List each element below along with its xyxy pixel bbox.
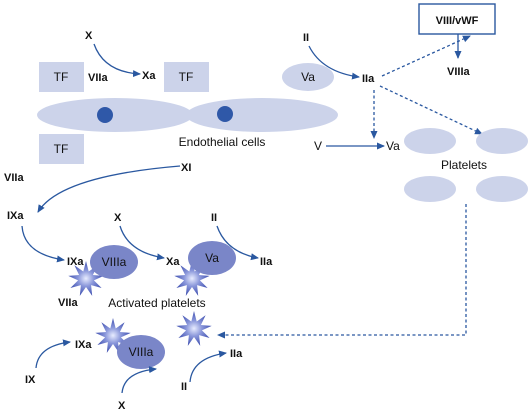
viii-vwf-label: VIII/vWF <box>436 15 479 27</box>
va-label-top: Va <box>301 70 315 84</box>
x-label-bottom: X <box>118 400 126 411</box>
viii-vwf-box <box>418 3 496 35</box>
v-label-mid: V <box>314 139 322 153</box>
platelet-tl <box>404 128 456 154</box>
ixa-label-bottom: IXa <box>75 339 92 351</box>
ii-label-bottom: II <box>181 381 187 393</box>
platelet-tr <box>476 128 528 154</box>
viiia-label-bottom: VIIIa <box>129 345 154 359</box>
viiia-ellipse-mid <box>90 245 138 279</box>
viia-label-act: VIIa <box>58 297 78 309</box>
platelet-br <box>476 176 528 202</box>
xa-label-top: Xa <box>142 70 156 82</box>
ix-label-bottom: IX <box>25 374 36 386</box>
arrow-ii-to-iia-mid <box>216 225 259 261</box>
tf-label-bottom: TF <box>54 142 69 156</box>
arrow-x-to-xa-top <box>93 43 141 78</box>
va-ellipse-top <box>282 63 334 91</box>
endothelial-cells <box>37 98 338 132</box>
platelets-label: Platelets <box>441 158 487 172</box>
xi-label: XI <box>181 162 191 174</box>
endothelial-cell-left <box>37 98 193 132</box>
arrow-ixa-to-complex <box>21 225 65 263</box>
tf-box-bottom <box>39 134 84 164</box>
ixa-label-left: IXa <box>7 210 24 222</box>
arrow-ix-to-ixa <box>35 339 71 369</box>
nucleus-right <box>217 106 233 122</box>
x-label-mid: X <box>114 212 122 224</box>
iia-label-mid: IIa <box>260 256 273 268</box>
endothelial-cells-label: Endothelial cells <box>179 135 266 149</box>
va-label-act: Va <box>205 251 219 265</box>
viia-label-top: VIIa <box>88 72 108 84</box>
va-ellipse-act <box>188 241 236 275</box>
ii-label-mid: II <box>211 212 217 224</box>
ixa-label-mid: IXa <box>67 256 84 268</box>
activated-platelet-burst <box>176 311 212 346</box>
nucleus-left <box>97 107 113 123</box>
arrow-xi-to-ixa <box>37 165 181 213</box>
viiia-ellipse-bottom <box>117 335 165 369</box>
viiia-label-top: VIIIa <box>447 66 471 78</box>
arrow-ii-to-iia-top <box>308 45 360 80</box>
x-label-top: X <box>85 30 93 42</box>
arrow-platelets-to-activated <box>217 204 467 339</box>
viiia-label-mid: VIIIa <box>102 255 127 269</box>
iia-label-top: IIa <box>362 73 375 85</box>
xa-label-mid: Xa <box>166 256 180 268</box>
arrow-iia-to-platelets <box>379 85 483 135</box>
arrow-x-bottom <box>121 366 157 394</box>
activated-platelet-burst <box>95 318 131 353</box>
arrow-ii-to-iia-bottom <box>189 350 227 383</box>
iia-label-bottom: IIa <box>230 348 243 360</box>
tf-box-top-right <box>164 62 209 92</box>
ii-label-top: II <box>303 32 309 44</box>
tf-label-top-left: TF <box>54 70 69 84</box>
viia-label-left: VIIa <box>4 172 24 184</box>
arrow-x-to-xa-mid <box>119 225 165 261</box>
endothelial-cell-right <box>186 98 338 132</box>
burst-bottom-left <box>95 318 131 353</box>
tf-box-top-left <box>39 62 84 92</box>
burst-bottom-right <box>176 311 212 346</box>
activated-platelets-label: Activated platelets <box>108 296 205 310</box>
platelet-bl <box>404 176 456 202</box>
resting-platelets <box>404 128 528 202</box>
va-label-mid: Va <box>386 139 400 153</box>
tf-label-top-right: TF <box>179 70 194 84</box>
